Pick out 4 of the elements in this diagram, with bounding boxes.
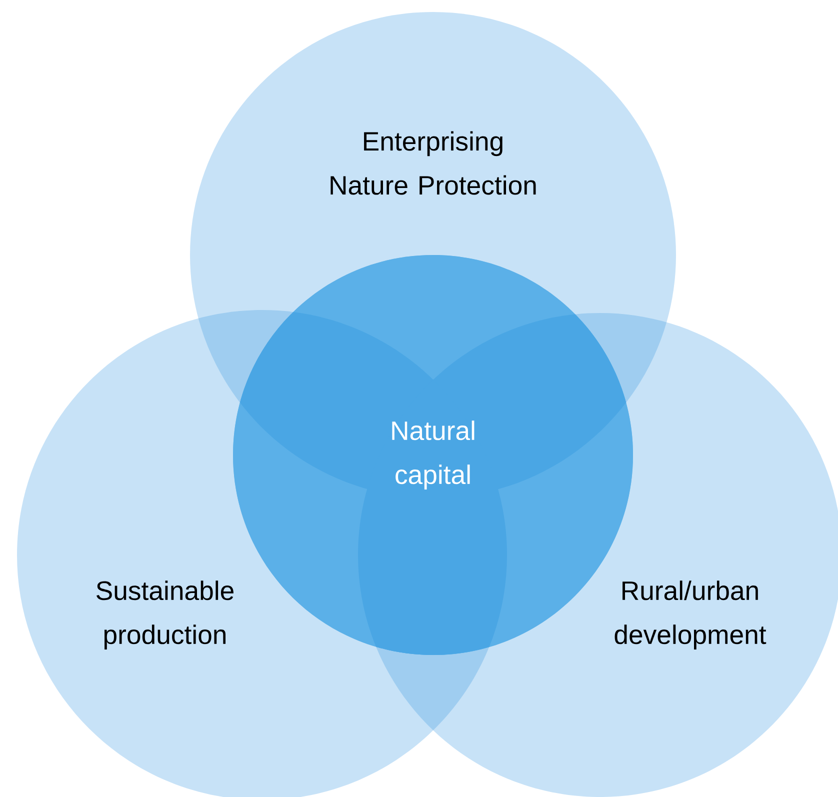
circle-label: Rural/urban development (614, 580, 766, 650)
circle-label: Enterprising Nature Protection (330, 131, 536, 195)
circle-label: Sustainable production (96, 580, 234, 650)
circle-label: Natural capital (392, 420, 474, 490)
